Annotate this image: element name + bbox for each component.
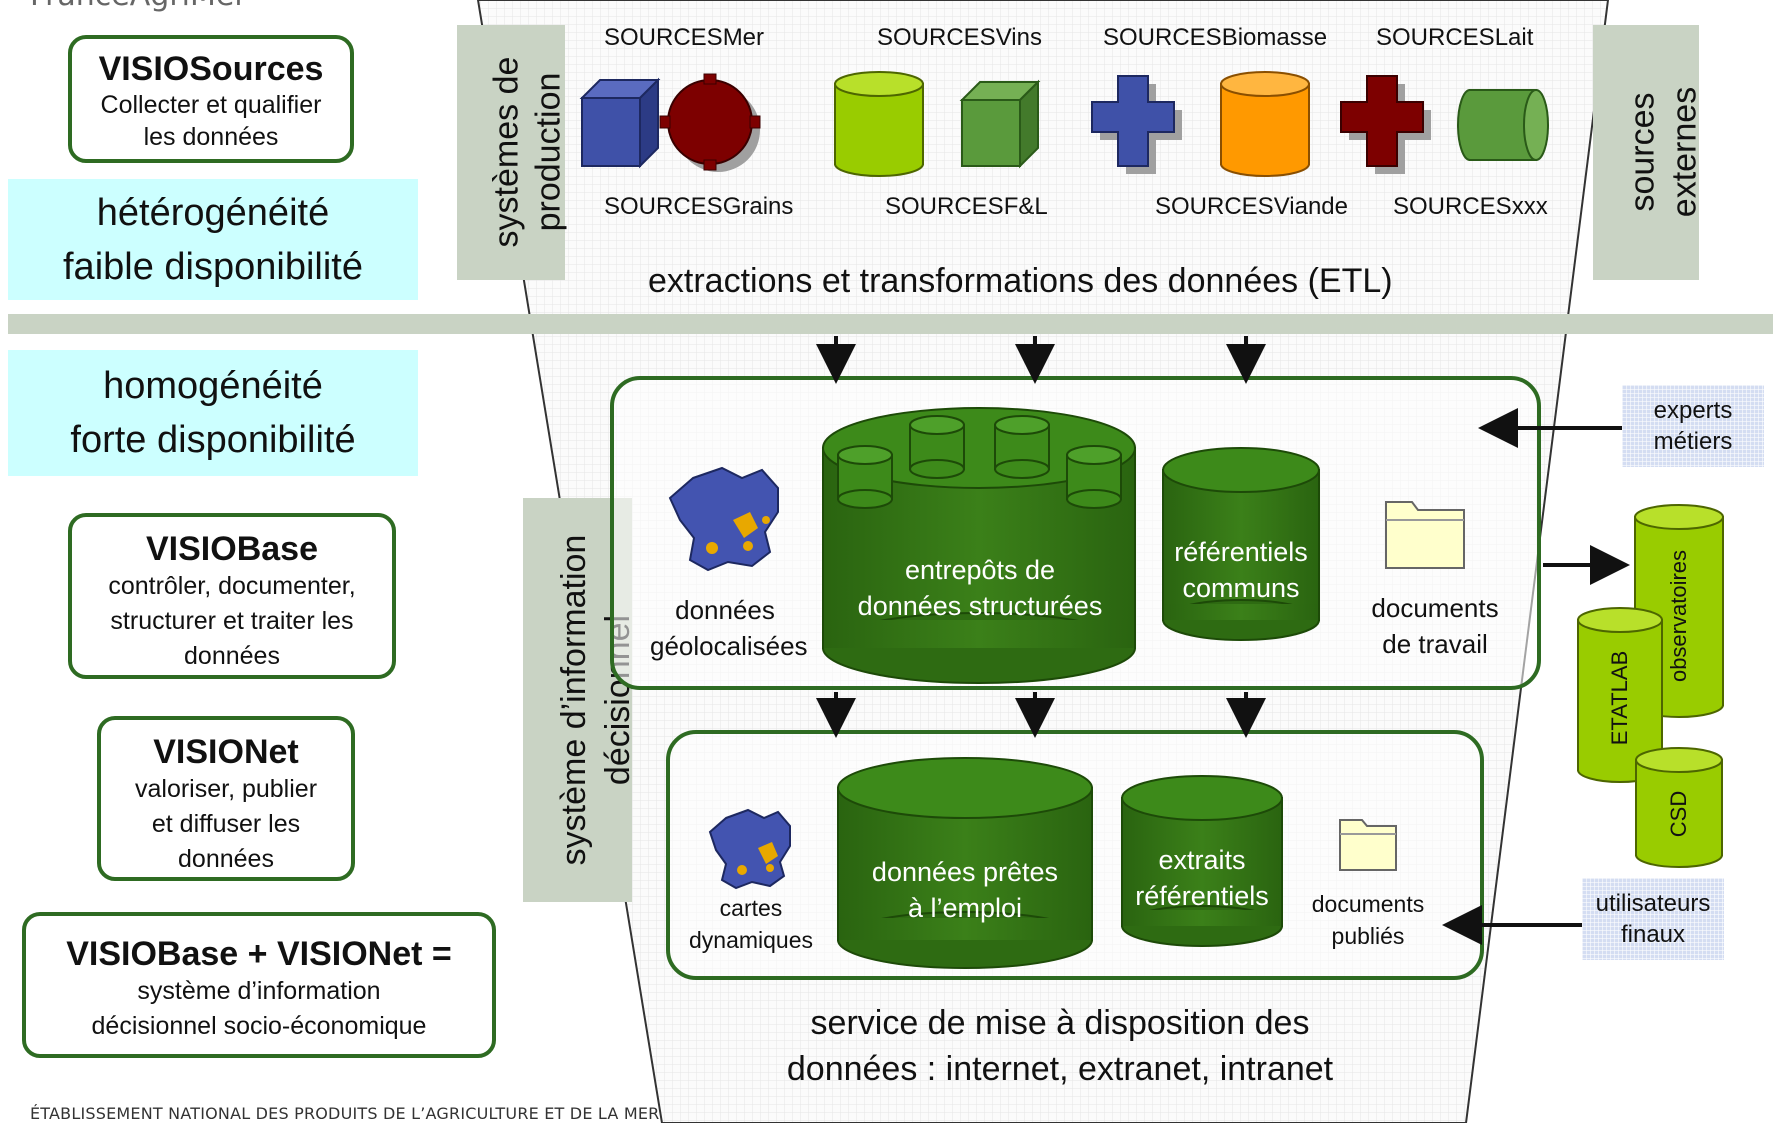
extracts-cylinder-icon — [1121, 775, 1283, 947]
published-docs-line-2: publiés — [1331, 923, 1405, 949]
csd-label: CSD — [1666, 790, 1691, 838]
label-sources-lait: SOURCESLait — [1376, 24, 1534, 51]
knob-red-icon — [659, 73, 761, 172]
visiobase-box: VISIOBase contrôler, documenter, structu… — [68, 513, 396, 679]
etatlab-label: ETATLAB — [1607, 650, 1632, 746]
warehouse-line-1: entrepôts de — [904, 555, 1056, 585]
production-systems-panel: systèmes de production — [457, 25, 568, 280]
csd-cylinder-icon — [1635, 747, 1723, 868]
label-sources-mer: SOURCESMer — [604, 24, 765, 51]
heterogeneity-panel: hétérogénéité faible disponibilité — [8, 179, 418, 300]
visionet-box: VISIONet valoriser, publier et diffuser … — [97, 716, 355, 881]
homogeneity-line-1: homogénéité — [103, 365, 323, 407]
geo-data-line-2: géolocalisées — [650, 631, 808, 661]
france-map-icon — [668, 466, 779, 572]
work-docs-line-1: documents — [1371, 593, 1499, 623]
heterogeneity-line-2: faible disponibilité — [63, 245, 363, 288]
service-label: service de mise à disposition des donnée… — [720, 1000, 1400, 1092]
homogeneity-line-2: forte disponibilité — [70, 419, 356, 461]
visiobase-desc-2: structurer et traiter les — [110, 607, 354, 635]
visiobase-desc-3: données — [184, 642, 280, 670]
label-sources-xxx: SOURCESxxx — [1393, 193, 1548, 220]
brand-logo-text: FranceAgriMer — [30, 0, 247, 13]
combined-title: VISIOBase + VISIONet = — [66, 935, 452, 973]
published-docs-line-1: documents — [1311, 891, 1425, 917]
referentiels-line-1: référentiels — [1174, 537, 1308, 567]
label-sources-grains: SOURCESGrains — [604, 193, 794, 220]
maps-line-1: cartes — [719, 895, 783, 921]
maps-label: cartes dynamiques — [676, 892, 826, 956]
experts-box: experts métiers — [1622, 385, 1764, 467]
visionet-desc-3: données — [178, 845, 274, 873]
experts-line-2: métiers — [1653, 428, 1733, 455]
cube-green-icon — [959, 79, 1041, 169]
combined-desc-1: système d’information — [137, 977, 381, 1005]
ready-data-cylinder-icon — [837, 757, 1093, 969]
label-sources-viande: SOURCESViande — [1155, 193, 1348, 220]
folder-published-icon — [1339, 819, 1397, 871]
france-map-small-icon — [708, 808, 791, 890]
label-sources-vins: SOURCESVins — [877, 24, 1042, 51]
users-box: utilisateurs finaux — [1582, 878, 1724, 960]
visionet-desc-2: et diffuser les — [151, 810, 301, 838]
extracts-line-2: référentiels — [1135, 881, 1269, 911]
visionet-title: VISIONet — [153, 733, 299, 771]
visiobase-desc-1: contrôler, documenter, — [108, 572, 356, 600]
users-line-2: finaux — [1620, 921, 1686, 948]
published-docs-label: documents publiés — [1295, 888, 1441, 952]
cube-blue-icon — [579, 77, 661, 169]
heterogeneity-line-1: hétérogénéité — [96, 191, 330, 234]
combined-desc-2: décisionnel socio-économique — [91, 1012, 427, 1040]
ready-data-line-2: à l’emploi — [907, 893, 1023, 923]
work-docs-label: documents de travail — [1350, 590, 1520, 662]
etl-label: extractions et transformations des donné… — [648, 262, 1393, 300]
folder-work-icon — [1385, 501, 1465, 569]
warehouse-label: entrepôts de données structurées — [830, 552, 1130, 624]
maps-line-2: dynamiques — [688, 927, 814, 953]
visiosources-desc-1: Collecter et qualifier — [100, 91, 322, 119]
referentiels-line-2: communs — [1182, 573, 1300, 603]
experts-line-1: experts — [1653, 397, 1733, 424]
warehouse-cylinder-icon — [822, 407, 1136, 684]
geo-data-label: données géolocalisées — [650, 592, 808, 664]
label-sources-biomasse: SOURCESBiomasse — [1103, 24, 1328, 51]
external-sources-panel: sources externes — [1593, 25, 1704, 280]
visiosources-title: VISIOSources — [98, 50, 324, 88]
footer-text: ÉTABLISSEMENT NATIONAL DES PRODUITS DE L… — [30, 1104, 660, 1123]
warehouse-line-2: données structurées — [857, 591, 1103, 621]
visiosources-desc-2: les données — [143, 123, 279, 151]
label-sources-fl: SOURCESF&L — [885, 193, 1048, 220]
service-line-1: service de mise à disposition des — [810, 1004, 1310, 1042]
source-shapes — [579, 71, 1549, 177]
cross-red-icon — [1340, 75, 1431, 174]
cylinder-orange-icon — [1220, 71, 1310, 177]
visiosources-box: VISIOSources Collecter et qualifier les … — [68, 35, 354, 163]
ready-data-label: données prêtes à l’emploi — [838, 854, 1092, 926]
visiobase-title: VISIOBase — [146, 530, 318, 568]
service-line-2: données : internet, extranet, intranet — [786, 1050, 1334, 1088]
extracts-label: extraits référentiels — [1122, 842, 1282, 914]
visionet-desc-1: valoriser, publier — [134, 775, 318, 803]
geo-data-line-1: données — [675, 595, 775, 625]
work-docs-line-2: de travail — [1382, 629, 1488, 659]
cross-blue-icon — [1091, 75, 1182, 174]
observatoires-label: observatoires — [1666, 549, 1691, 683]
extracts-line-1: extraits — [1158, 845, 1246, 875]
cylinder-lime-icon — [834, 71, 924, 177]
referentiels-label: référentiels communs — [1163, 534, 1319, 606]
separator-band — [8, 314, 1773, 334]
cylinder-horizontal-green-icon — [1457, 89, 1549, 161]
homogeneity-panel: homogénéité forte disponibilité — [8, 350, 418, 476]
ready-data-line-1: données prêtes — [871, 857, 1059, 887]
users-line-1: utilisateurs — [1595, 890, 1711, 917]
referentiels-cylinder-icon — [1162, 447, 1320, 641]
combined-box: VISIOBase + VISIONet = système d’informa… — [22, 912, 496, 1058]
